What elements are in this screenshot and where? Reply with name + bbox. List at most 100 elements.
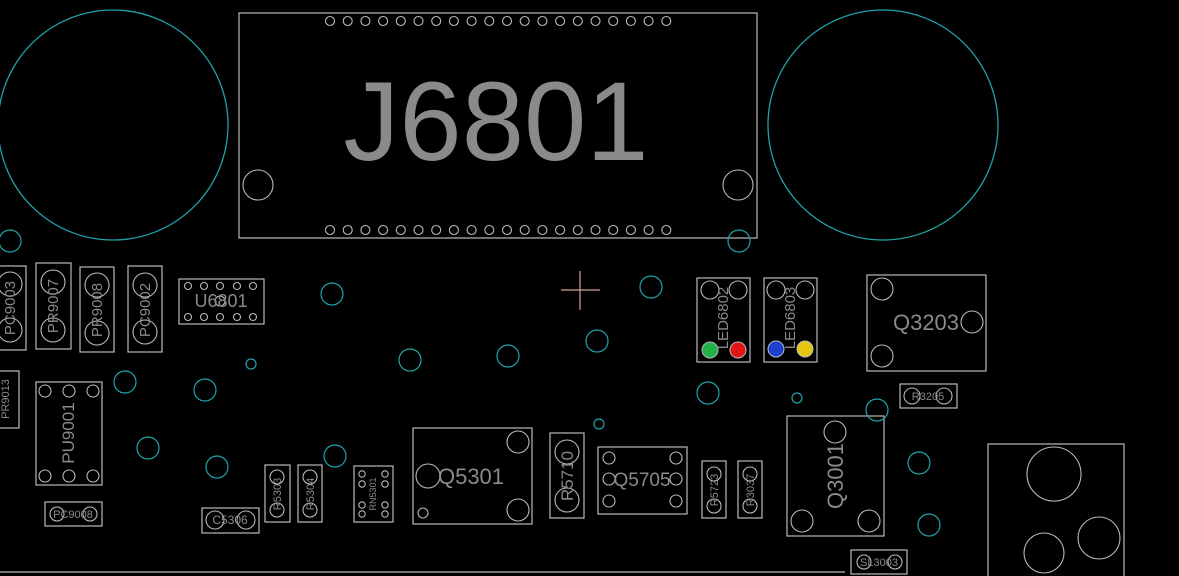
component-pc9003[interactable]: PC9003	[0, 265, 27, 351]
component-label-pr9007: PR9007	[45, 279, 62, 333]
connector-pin	[360, 15, 371, 27]
connector-pin	[431, 15, 442, 27]
led-yellow	[796, 340, 814, 358]
component-rn5301[interactable]: RN5301	[353, 465, 394, 523]
j6801-mount-right	[722, 169, 754, 201]
connector-pin	[413, 224, 424, 236]
component-label-q5705: Q5705	[613, 470, 670, 491]
component-r3205[interactable]: R3205	[899, 383, 958, 409]
connector-pin	[608, 15, 619, 27]
component-label-r5710: R5710	[558, 451, 577, 501]
connector-pin	[466, 224, 477, 236]
connector-pin	[378, 15, 389, 27]
component-label-q5301: Q5301	[438, 464, 504, 489]
mounting-hole-left	[0, 9, 229, 241]
connector-pin	[360, 224, 371, 236]
vias	[0, 229, 941, 537]
component-r5304[interactable]: R5304	[297, 464, 323, 523]
component-label-pu9001: PU9001	[59, 402, 78, 463]
component-c5306[interactable]: C5306	[201, 507, 260, 534]
connector-pin	[484, 15, 495, 27]
component-q3001[interactable]: Q3001	[786, 415, 885, 537]
connector-pin	[555, 15, 566, 27]
connector-pin	[448, 224, 459, 236]
component-label-r5303: R5303	[272, 478, 284, 510]
component-label-r3205: R3205	[912, 391, 944, 403]
connector-pin	[342, 15, 353, 27]
connector-pin	[324, 15, 336, 27]
connector-pin	[484, 224, 495, 236]
component-label-pc9002: PC9002	[137, 283, 154, 337]
connector-pin	[572, 224, 583, 236]
component-q5705[interactable]: Q5705	[597, 446, 688, 515]
component-pr9007[interactable]: PR9007	[35, 262, 72, 350]
component-led6803[interactable]: LED6803	[763, 277, 818, 363]
connector-pin	[395, 224, 406, 236]
component-pu9001[interactable]: PU9001	[35, 381, 103, 486]
connector-pin	[643, 224, 654, 236]
led-green	[701, 341, 719, 359]
connector-pin	[537, 15, 548, 27]
connector-pin	[431, 224, 442, 236]
component-r5723[interactable]: R5723	[701, 460, 727, 519]
component-label-pc9008: PC9008	[53, 509, 93, 521]
connector-pin	[519, 224, 530, 236]
component-r5710[interactable]: R5710	[549, 432, 585, 519]
component-label-pr9013: PR9013	[0, 379, 12, 419]
component-label-pc9003: PC9003	[2, 281, 19, 335]
component-label-q3203: Q3203	[893, 310, 959, 335]
connector-pin	[342, 224, 353, 236]
component-label-c5306: C5306	[212, 513, 248, 527]
component-pr9008[interactable]: PR9008	[79, 266, 115, 353]
component-label-rn5301: RN5301	[368, 477, 378, 510]
component-q3203[interactable]: Q3203	[866, 274, 987, 372]
component-r3037[interactable]: R3037	[737, 460, 763, 519]
connector-pin	[661, 15, 672, 27]
component-pc9002[interactable]: PC9002	[127, 265, 163, 353]
component-pr9013[interactable]: PR9013	[0, 370, 20, 429]
connector-pin	[572, 15, 583, 27]
component-label-j6801: J6801	[343, 59, 648, 184]
connector-pin	[395, 15, 406, 27]
connector-pin	[519, 15, 530, 27]
component-label-led6802: LED6802	[715, 287, 732, 350]
component-j6801[interactable]: J6801	[238, 12, 758, 239]
connector-footprint-bottom-right[interactable]	[987, 443, 1125, 576]
connector-pin	[378, 224, 389, 236]
connector-pin	[466, 15, 477, 27]
component-label-r5304: R5304	[305, 478, 317, 510]
component-r5303[interactable]: R5303	[264, 464, 291, 523]
connector-pin	[501, 224, 513, 236]
connector-pin	[643, 15, 654, 27]
component-label-r3037: R3037	[745, 474, 757, 506]
led-red	[729, 341, 747, 359]
mounting-hole-right	[767, 9, 999, 241]
component-label-r5723: R5723	[709, 474, 721, 506]
j6801-mount-left	[242, 169, 274, 201]
component-u6801[interactable]: U6801	[178, 278, 265, 325]
led-blue	[767, 340, 785, 358]
component-pc9008[interactable]: PC9008	[44, 501, 103, 527]
component-label-sl3003: SL3003	[860, 557, 898, 569]
connector-pin	[625, 224, 636, 236]
connector-pin	[625, 15, 636, 27]
connector-pin	[413, 15, 424, 27]
j6801-pins-top	[324, 15, 672, 27]
connector-pin	[501, 15, 513, 27]
connector-pin	[448, 15, 459, 27]
component-label-u6801: U6801	[194, 291, 247, 311]
component-sl3003[interactable]: SL3003	[850, 549, 908, 575]
connector-pin	[590, 15, 601, 27]
connector-pin	[590, 224, 601, 236]
component-led6802[interactable]: LED6802	[696, 277, 751, 363]
connector-pin	[661, 224, 672, 236]
component-label-led6803: LED6803	[782, 287, 799, 350]
connector-pin	[537, 224, 548, 236]
component-label-pr9008: PR9008	[89, 283, 106, 337]
connector-pin	[608, 224, 619, 236]
component-q5301[interactable]: Q5301	[412, 427, 533, 525]
cursor-crosshair	[561, 271, 600, 310]
connector-pin	[555, 224, 566, 236]
component-label-q3001: Q3001	[823, 443, 848, 509]
